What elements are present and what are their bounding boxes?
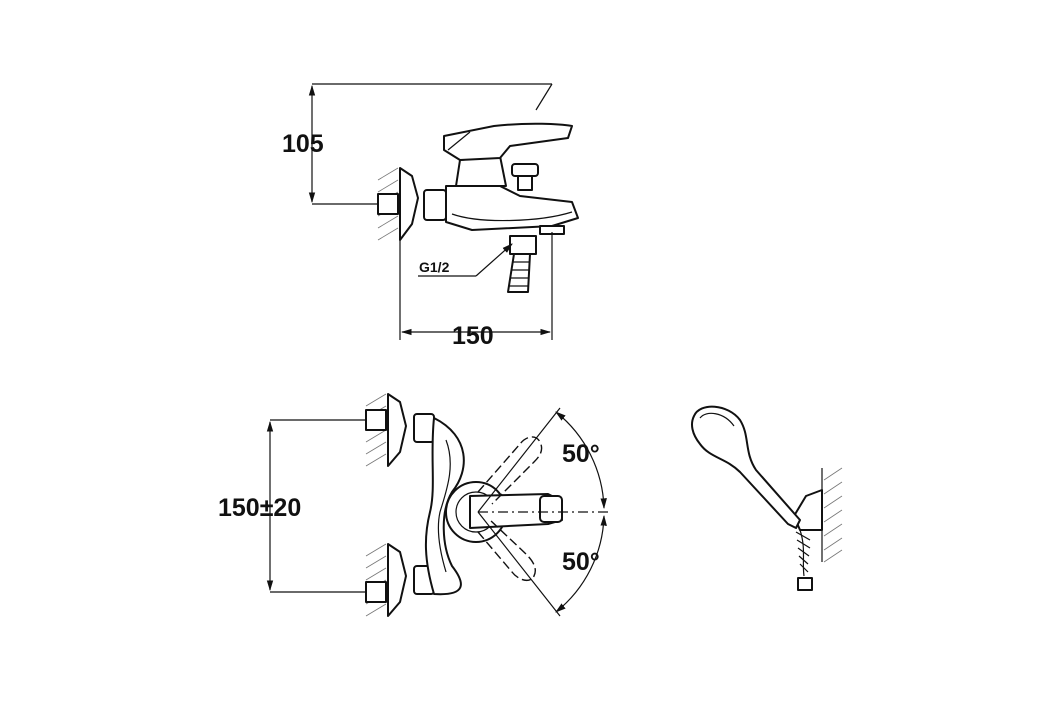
dimension-height-label: 105 [282, 130, 324, 158]
wall-flange-upper [387, 393, 407, 467]
angle-upper-label: 50° [562, 440, 600, 468]
union-nut-upper [413, 413, 435, 443]
lever-position-down [477, 519, 536, 582]
wall-flange-lower [387, 543, 407, 617]
union-nut [423, 189, 447, 221]
mixer-body-top [424, 417, 465, 596]
lever-position-up [477, 436, 543, 505]
wall-hatch-shower [821, 467, 843, 563]
side-view: 105 G1/2 150 [282, 83, 579, 350]
wall-hatch-lower [365, 543, 389, 617]
top-view: 50° 50° 150±20 [218, 393, 608, 617]
shower-hose [507, 253, 531, 293]
dimension-spacing-label: 150±20 [218, 494, 301, 522]
angle-lower-label: 50° [562, 548, 600, 576]
wall-flange [399, 167, 419, 241]
hose-connector [509, 235, 537, 255]
inlet-connector-upper [365, 409, 387, 431]
thread-size-label: G1/2 [419, 259, 450, 275]
hand-shower-head [691, 405, 801, 529]
lever-handle [443, 122, 573, 161]
hose-nut [797, 577, 813, 591]
inlet-connector-lower [365, 581, 387, 603]
mixer-body [445, 185, 579, 231]
hand-shower-view [691, 405, 843, 591]
dimension-projection-label: 150 [452, 322, 494, 350]
inlet-connector [377, 193, 399, 215]
diverter-knob [511, 163, 539, 177]
